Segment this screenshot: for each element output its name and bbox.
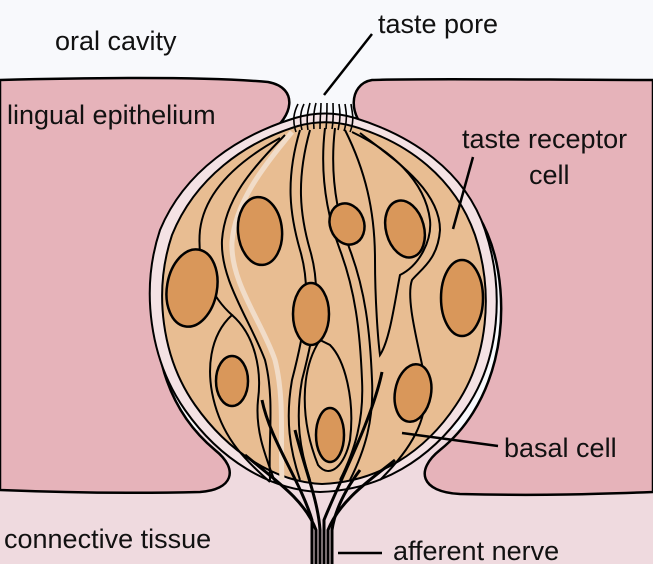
taste-receptor-leader [451,156,475,230]
basal-cell-leader [401,431,499,448]
taste-pore-label: taste pore [378,9,498,39]
lingual-epithelium-right [352,77,653,497]
nucleus [314,406,346,464]
connective-tissue-label: connective tissue [4,524,211,554]
nuclei [165,195,485,464]
nucleus [328,202,366,246]
leader-lines [323,33,499,555]
nucleus [214,354,250,408]
afferent-nerve-label: afferent nerve [393,536,559,564]
nucleus [291,281,331,347]
oral-cavity-label: oral cavity [55,26,177,56]
nucleus [439,258,485,338]
nucleus [393,363,433,423]
taste-receptor-cell-label-line2: cell [529,160,570,190]
taste-receptor-cell-label-line1: taste receptor [462,124,627,154]
basal-cell-label: basal cell [504,433,617,463]
nucleus [236,195,284,267]
taste-pore-leader [323,33,373,96]
microvilli [293,102,354,133]
afferent-nerve-fibers [244,371,396,564]
nucleus [165,248,219,328]
nucleus [383,199,427,259]
lingual-epithelium-label: lingual epithelium [7,100,216,130]
